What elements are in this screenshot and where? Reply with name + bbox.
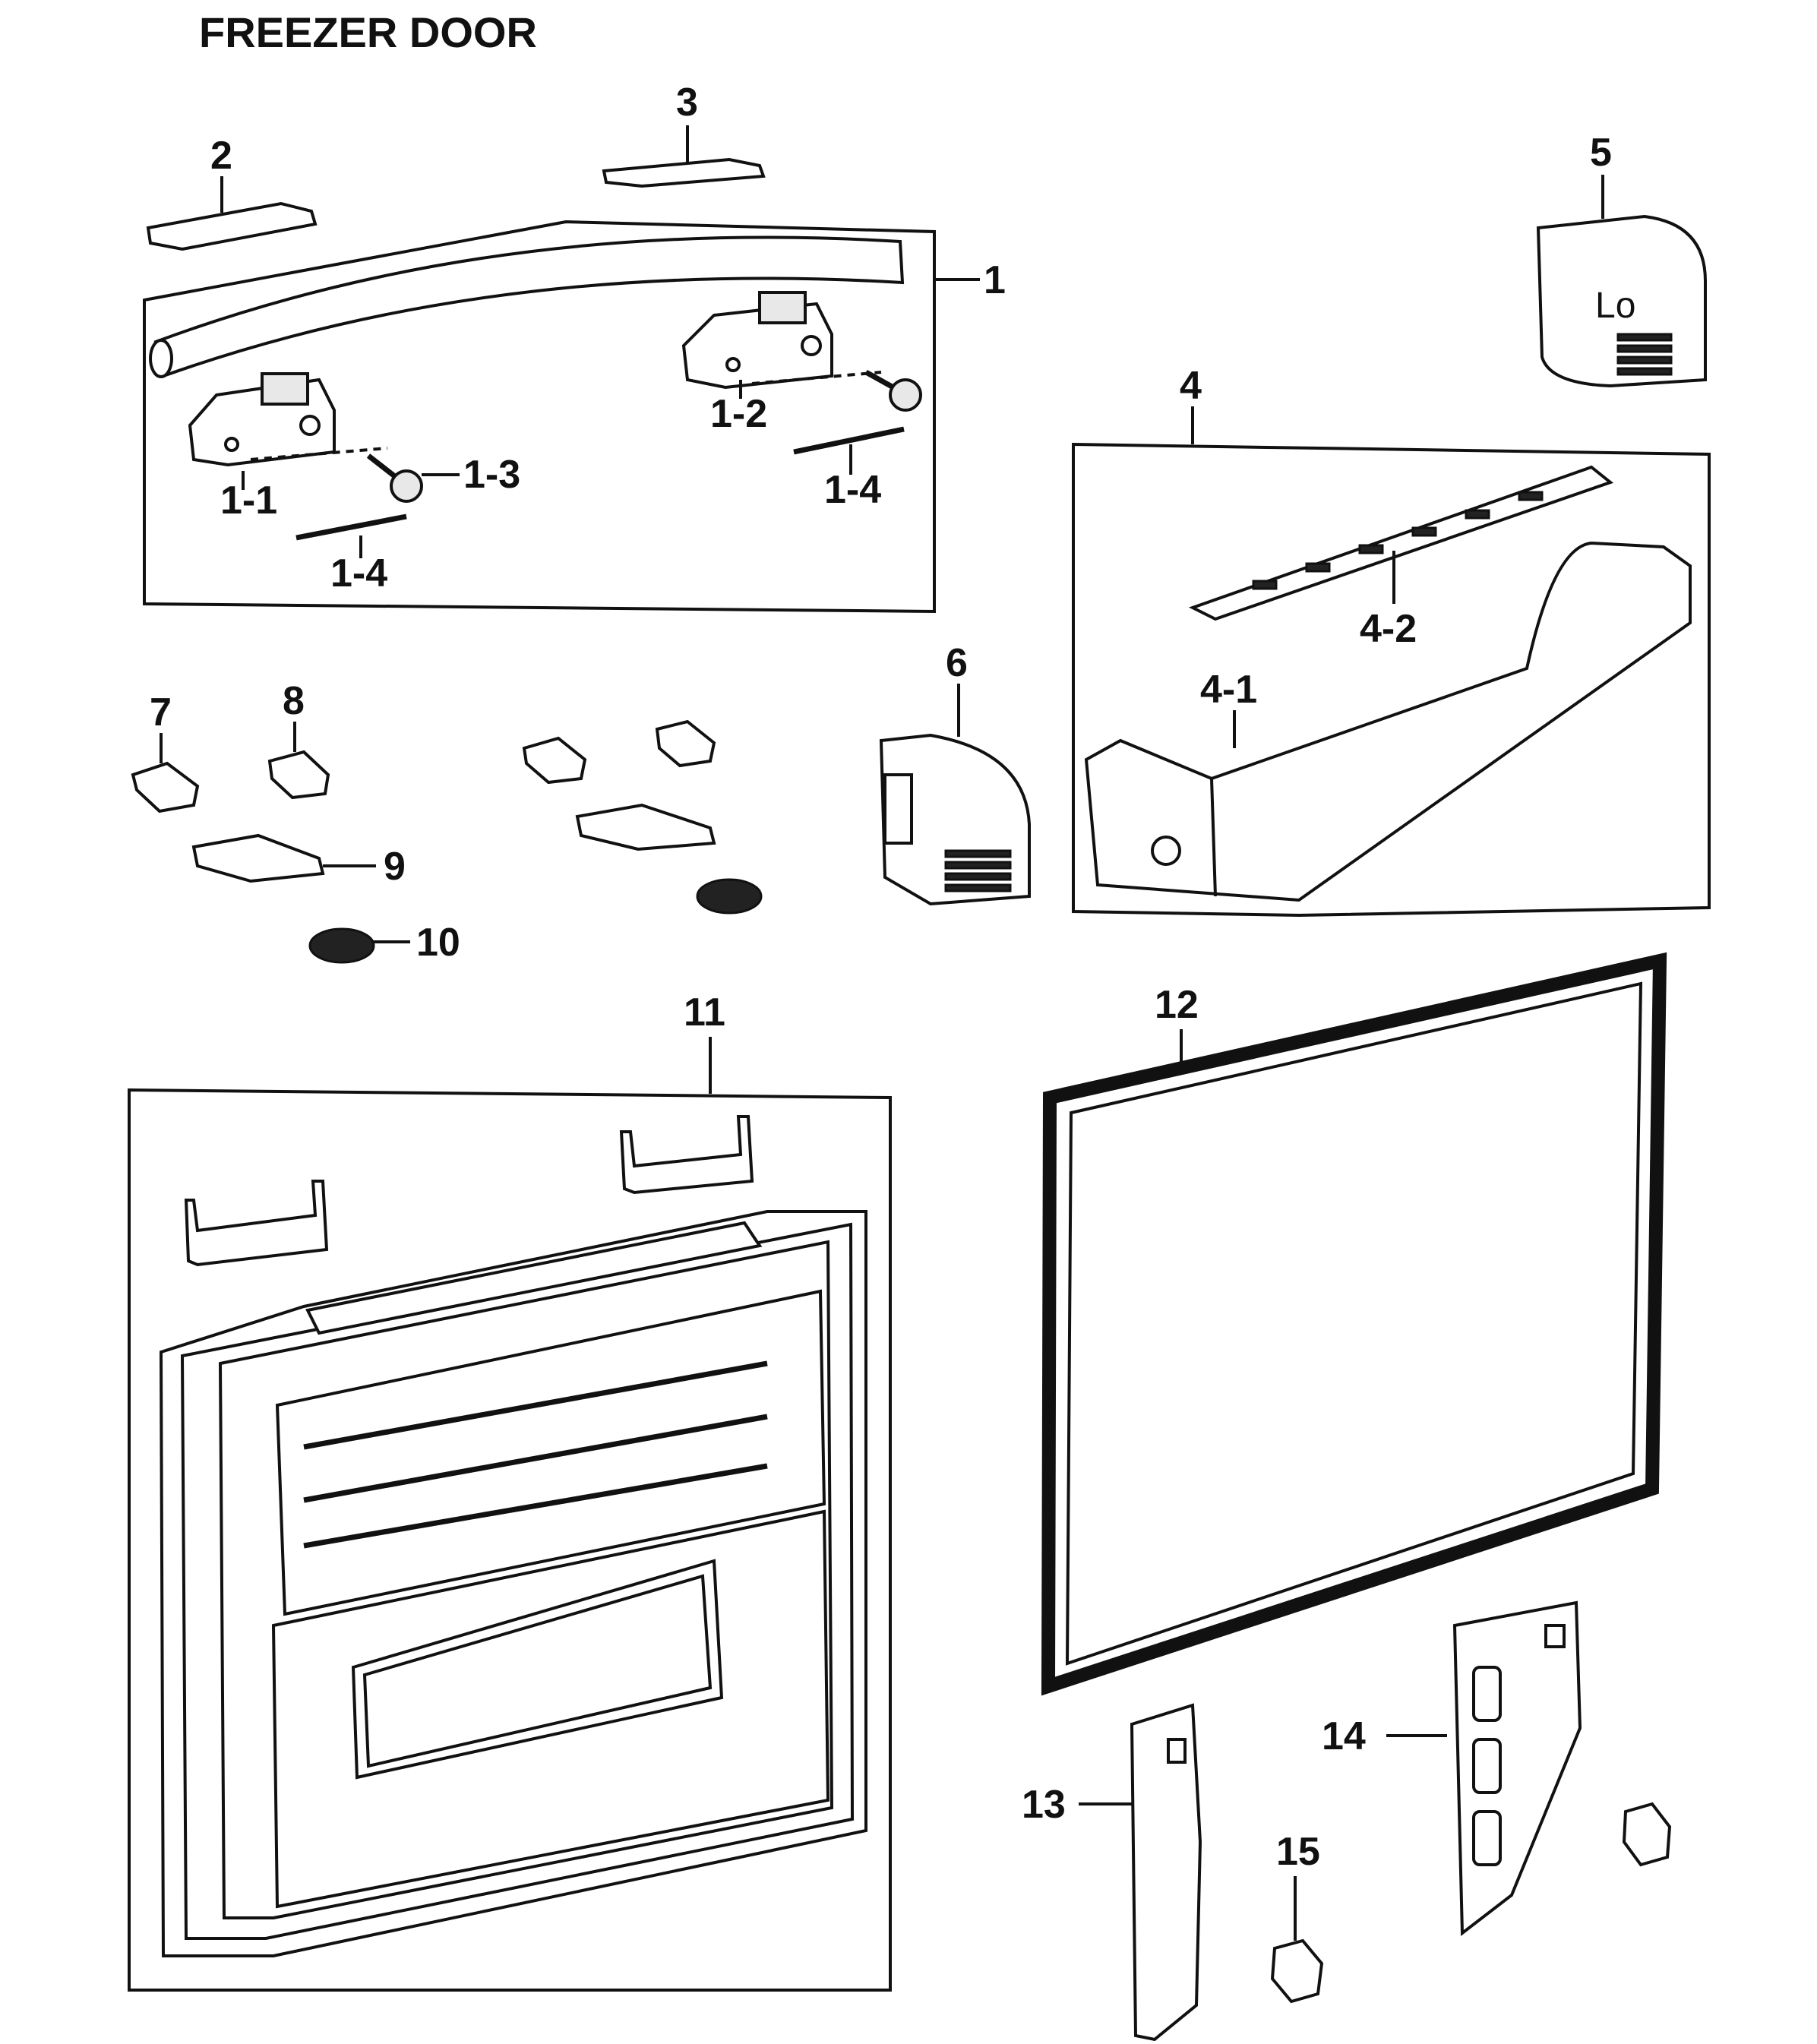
hinge-set-right — [522, 719, 763, 915]
bushing-15: 15 — [1270, 1830, 1324, 2004]
label-2: 2 — [210, 134, 232, 178]
handle-assembly-group: 1 1-1 1-2 1-3 1-4 1-4 — [143, 220, 1006, 614]
pin-left — [295, 513, 407, 541]
door-hinge-bracket-left — [184, 1180, 329, 1267]
label-1-3: 1-3 — [463, 453, 520, 497]
screw-right — [864, 369, 922, 412]
hinge-block-7: 7 — [131, 690, 200, 813]
label-1: 1 — [984, 258, 1006, 302]
bin-4-1 — [1084, 541, 1692, 902]
label-4: 4 — [1180, 364, 1202, 408]
label-1-1: 1-1 — [220, 479, 277, 523]
label-9: 9 — [384, 845, 406, 889]
label-5: 5 — [1590, 131, 1612, 175]
label-1-2: 1-2 — [710, 392, 767, 436]
screw-left — [366, 453, 423, 503]
hinge-plate-14: 14 — [1322, 1600, 1582, 1936]
handle-bar — [153, 235, 905, 378]
label-6: 6 — [946, 641, 968, 685]
diagram-title: FREEZER DOOR — [199, 8, 537, 56]
cover-mark: Lo — [1595, 286, 1635, 326]
label-4-1: 4-1 — [1200, 668, 1257, 712]
door-assembly-box — [128, 1088, 892, 1992]
door-bin-box — [1072, 442, 1711, 918]
label-11: 11 — [684, 990, 725, 1035]
handle-cap-left — [188, 372, 336, 467]
hinge-plate-13: 13 — [1022, 1703, 1202, 2042]
label-7: 7 — [150, 690, 172, 735]
bracket-9: 9 — [191, 833, 406, 889]
handle-assembly-box — [143, 220, 936, 614]
label-13: 13 — [1022, 1783, 1066, 1827]
bin-guard-4-2 — [1188, 465, 1614, 621]
pin-right — [793, 426, 905, 455]
door-gasket-12: 12 — [1041, 952, 1667, 1696]
vent-slots — [1616, 333, 1673, 376]
label-3: 3 — [676, 81, 698, 125]
cover-part-6: 6 — [879, 641, 1031, 906]
cover-part-5: Lo 5 — [1536, 131, 1707, 388]
label-1-4-left: 1-4 — [330, 551, 387, 596]
label-14: 14 — [1322, 1714, 1366, 1758]
label-10: 10 — [416, 921, 460, 965]
spring-10: 10 — [308, 921, 460, 965]
cap-part-3: 3 — [602, 81, 766, 188]
label-12: 12 — [1155, 983, 1199, 1027]
label-1-4-right: 1-4 — [824, 468, 881, 512]
door-hinge-bracket-right — [619, 1115, 754, 1195]
door-body — [159, 1210, 867, 1957]
cap-part-2: 2 — [146, 134, 318, 251]
label-8: 8 — [283, 679, 305, 723]
door-bin-group: 4 4-2 4-1 — [1072, 364, 1711, 918]
label-15: 15 — [1276, 1830, 1320, 1874]
handle-cap-right — [681, 291, 833, 390]
door-assembly-group: 11 — [128, 990, 892, 1992]
bushing-right — [1622, 1802, 1672, 1867]
hinge-block-8: 8 — [267, 679, 330, 800]
label-4-2: 4-2 — [1360, 607, 1417, 651]
